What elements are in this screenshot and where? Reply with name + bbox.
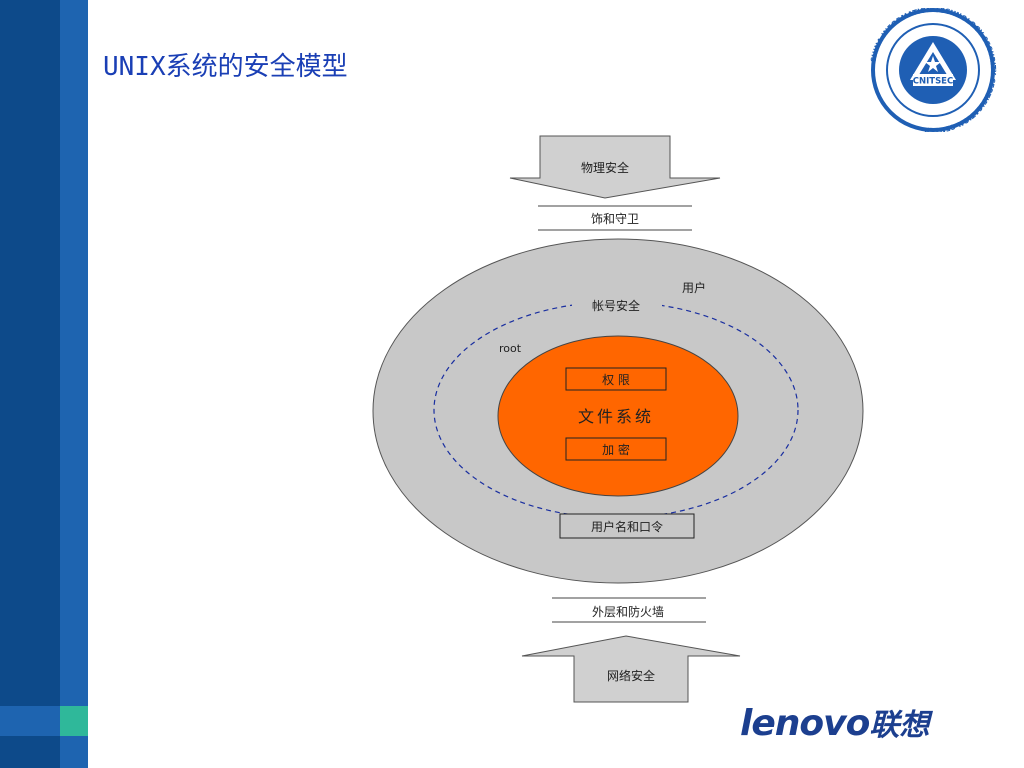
file-system-label: 文件系统 xyxy=(578,407,654,426)
sidebar-accent-square-blue xyxy=(0,706,60,736)
sidebar-light-stripe xyxy=(60,0,88,768)
slide-title: UNIX系统的安全模型 xyxy=(103,52,348,82)
seal-center-text: CNITSEC xyxy=(913,77,953,87)
file-system-core xyxy=(497,335,739,497)
cnitsec-seal-logo: CHINA INFORMATION TECHNOLOGY SECURITY CE… xyxy=(869,8,997,132)
account-label-bg xyxy=(572,292,662,314)
encryption-label: 加 密 xyxy=(602,442,630,457)
physical-security-arrow xyxy=(509,135,721,199)
physical-security-label: 物理安全 xyxy=(581,160,629,175)
unix-security-model-diagram: 物理安全 饰和守卫 帐号安全 用户 root 权 限 文件系统 加 密 用户名和… xyxy=(372,135,864,703)
lenovo-logo: lenovo联想 xyxy=(740,700,929,744)
network-security-label: 网络安全 xyxy=(607,668,655,683)
account-security-label: 帐号安全 xyxy=(592,298,640,313)
guard-band-label: 饰和守卫 xyxy=(591,212,639,226)
credentials-label: 用户名和口令 xyxy=(591,519,663,534)
credentials-box xyxy=(559,513,695,539)
user-label: 用户 xyxy=(682,280,706,295)
permission-box xyxy=(565,367,667,391)
root-label: root xyxy=(499,342,522,355)
sidebar-accent-square-teal xyxy=(60,706,88,736)
sidebar-dark-stripe xyxy=(0,0,60,768)
brand-chinese: 联想 xyxy=(869,708,930,743)
firewall-band-label: 外层和防火墙 xyxy=(592,604,664,619)
permission-label: 权 限 xyxy=(602,373,630,387)
network-security-arrow xyxy=(521,635,741,703)
brand-latin: lenovo xyxy=(740,703,870,744)
star-icon xyxy=(925,56,941,72)
encryption-box xyxy=(565,437,667,461)
